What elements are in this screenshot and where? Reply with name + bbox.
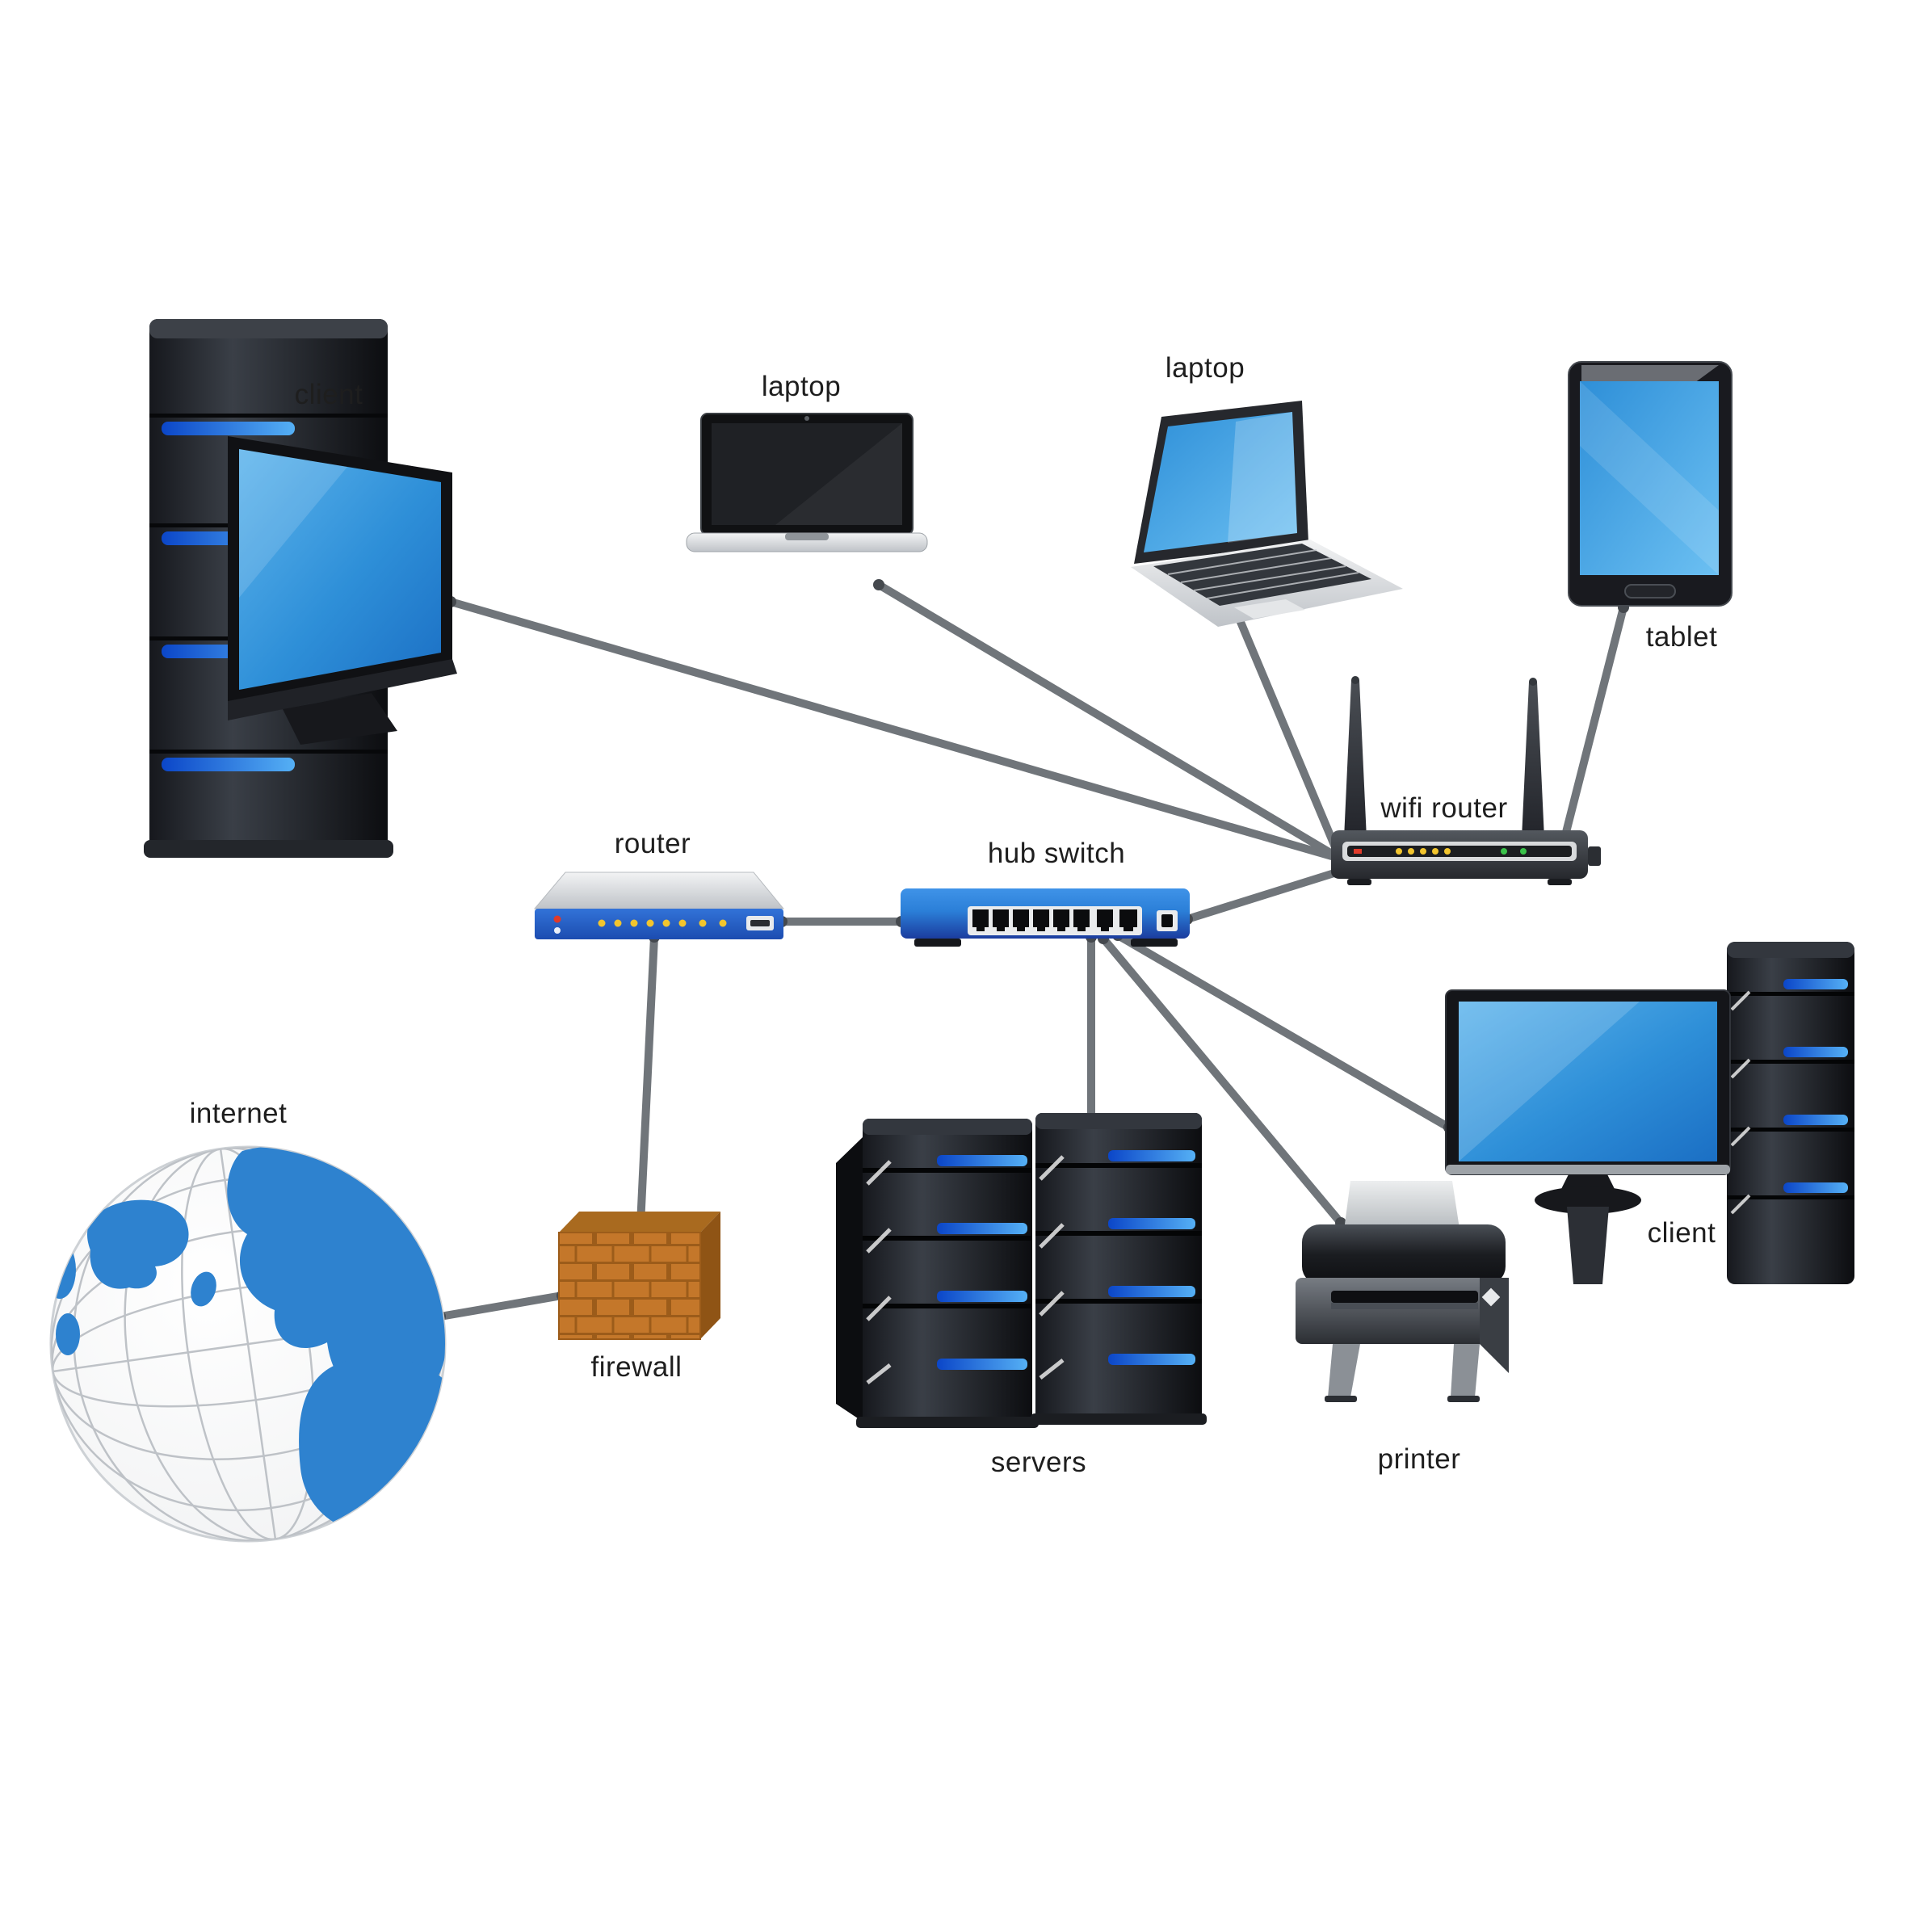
label-laptop-center: laptop — [762, 371, 841, 402]
cable-laptop-right-to-wifi-router — [1224, 587, 1344, 863]
firewall-icon — [558, 1212, 720, 1340]
cable-connector — [873, 579, 884, 590]
label-firewall: firewall — [591, 1351, 682, 1383]
tablet-screen — [1580, 381, 1719, 575]
background-circle — [113, 97, 1825, 1809]
client-monitor-screen — [239, 449, 441, 690]
label-tablet: tablet — [1646, 621, 1718, 653]
laptop-center-icon — [686, 413, 928, 552]
wifi-antenna-right — [1522, 682, 1544, 838]
printer-leg-right — [1451, 1344, 1480, 1397]
server-tower-right — [1031, 1113, 1207, 1425]
label-wifi-router: wifi router — [1380, 792, 1507, 824]
label-laptop-right: laptop — [1166, 352, 1245, 384]
wifi-leds-yellow — [1396, 848, 1451, 855]
printer-icon — [1296, 1181, 1509, 1402]
tablet-icon — [1568, 361, 1732, 607]
laptop-right-trackpad — [1234, 599, 1305, 619]
hub-ports — [972, 909, 1137, 931]
label-servers: servers — [991, 1447, 1086, 1478]
laptop-right-keyboard — [1153, 544, 1371, 606]
client-top-left-icon — [144, 319, 457, 858]
cable-hub-switch-to-client-right — [1114, 931, 1453, 1132]
laptop-right-screen — [1144, 412, 1297, 552]
label-printer: printer — [1378, 1443, 1461, 1475]
tablet-home-button — [1624, 584, 1676, 598]
client-right-monitor — [1445, 989, 1731, 1284]
label-internet: internet — [190, 1098, 288, 1129]
wifi-leds-green — [1501, 848, 1527, 855]
cable-hub-switch-to-printer — [1099, 934, 1345, 1227]
server-tower-left — [836, 1119, 1039, 1428]
wifi-led-red — [1354, 849, 1362, 854]
laptop-right-icon — [1131, 401, 1403, 627]
servers-icon — [836, 1113, 1207, 1428]
router-leds-yellow — [598, 919, 727, 927]
client-right-tower — [1727, 942, 1854, 1284]
cable-laptop-center-to-wifi-router — [875, 581, 1344, 863]
cable-tablet-to-wifi-router — [1560, 603, 1628, 846]
label-client-right: client — [1648, 1217, 1716, 1249]
internet-globe-icon — [49, 1145, 447, 1543]
laptop-center-screen — [712, 423, 902, 525]
cable-router-to-firewall — [636, 933, 658, 1228]
router-led-red — [553, 915, 561, 923]
printer-leg-left — [1328, 1344, 1360, 1397]
client-right-screen — [1459, 1002, 1717, 1161]
hub-switch-icon — [901, 888, 1190, 947]
printer-output-slot — [1331, 1291, 1478, 1303]
cable-client-top-left-to-wifi-router — [447, 598, 1344, 863]
wifi-antenna-left — [1344, 680, 1367, 838]
server-left-leds — [937, 1155, 1027, 1370]
label-hub-switch: hub switch — [988, 838, 1125, 869]
router-icon — [533, 872, 785, 939]
client-right-icon — [1445, 942, 1854, 1284]
cable-wifi-router-to-hub-switch — [1183, 868, 1341, 923]
label-router: router — [615, 828, 691, 859]
cable-internet-to-firewall — [436, 1292, 566, 1321]
client-right-tower-leds — [1783, 979, 1848, 1193]
printer-button — [1481, 1287, 1501, 1307]
server-right-leds — [1108, 1150, 1195, 1365]
label-client-top-left: client — [295, 379, 363, 410]
wifi-router-icon — [1331, 676, 1601, 885]
